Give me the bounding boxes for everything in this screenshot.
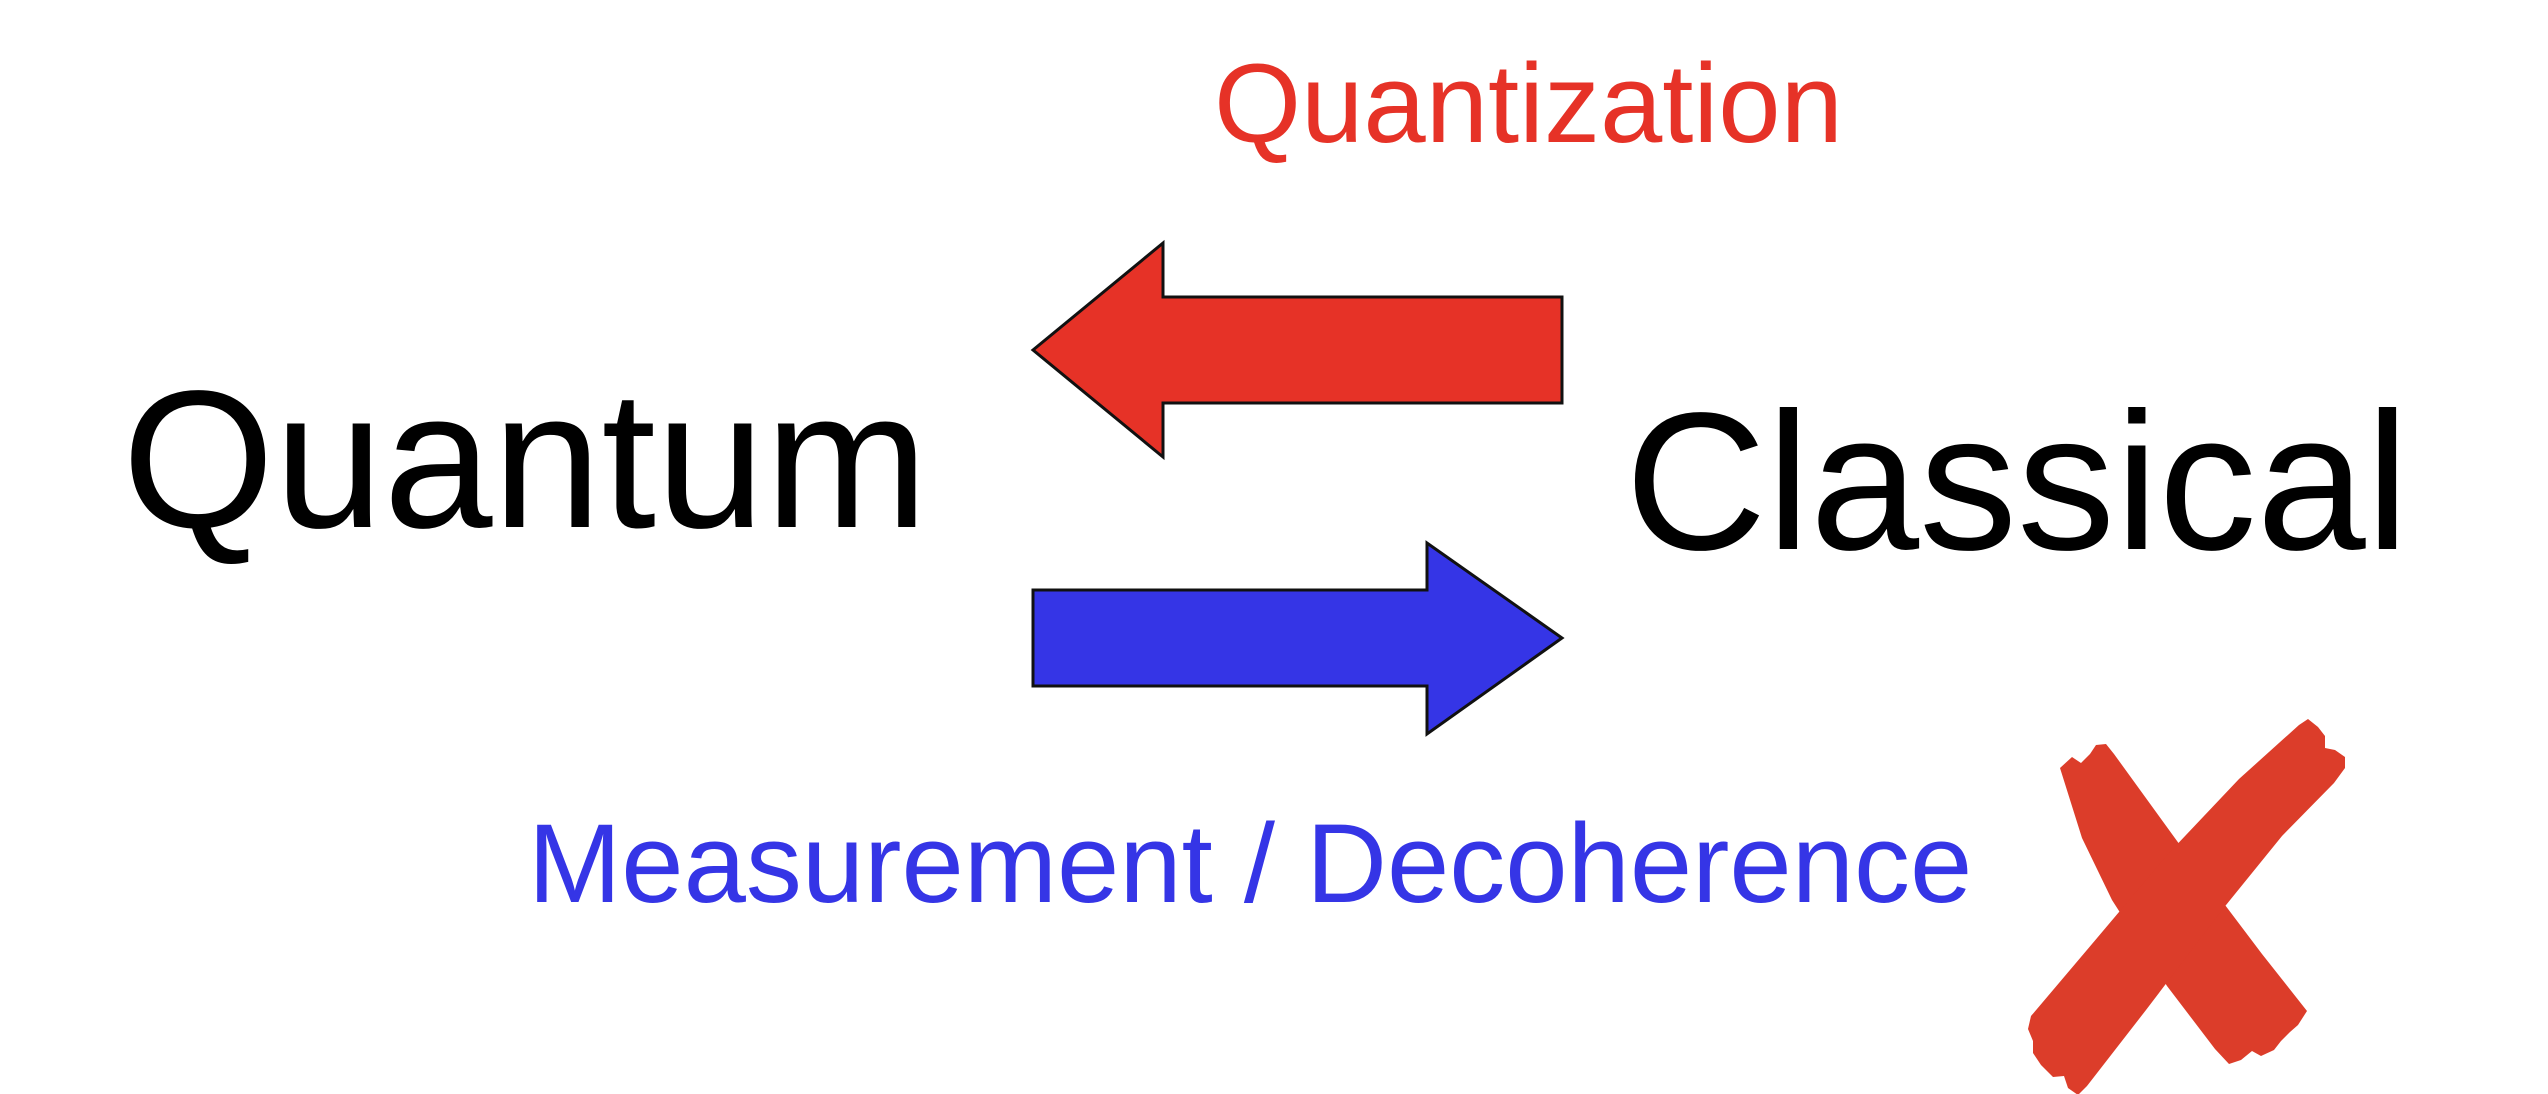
quantum-node-label: Quantum [122,350,929,569]
cross-stroke-two [2028,719,2345,1094]
measurement-decoherence-label: Measurement / Decoherence [528,801,1973,926]
measurement-arrow [1031,540,1565,737]
quantization-arrow [1030,239,1564,461]
classical-node-label: Classical [1625,372,2410,591]
quantization-label: Quantization [1214,41,1843,166]
cross-mark-icon [2028,719,2345,1094]
